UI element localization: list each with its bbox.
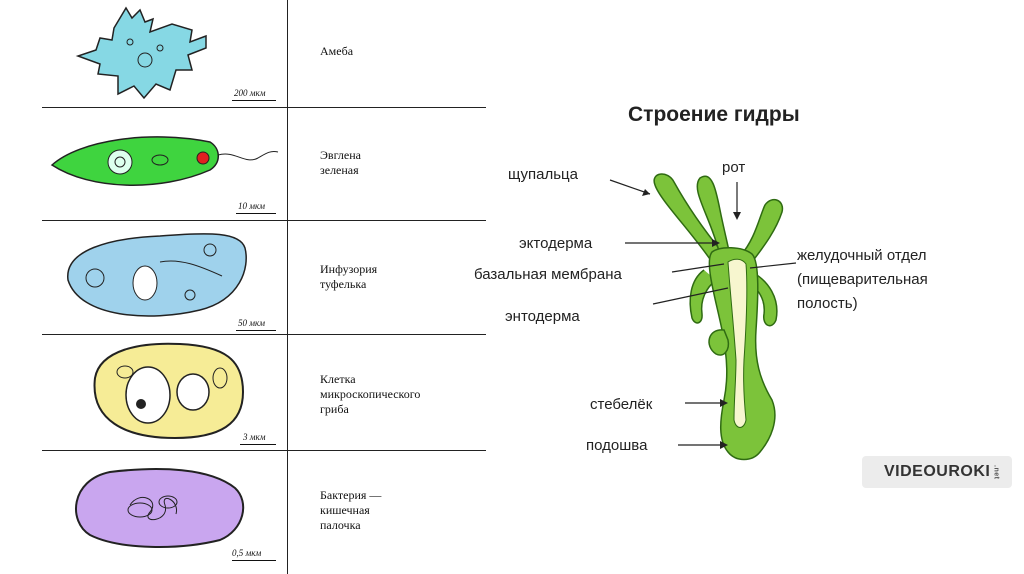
hydra-bud (708, 329, 730, 356)
hydra-tentacle (696, 175, 731, 257)
organism-label-bacterium: Бактерия — кишечная палочка (320, 488, 382, 532)
scale-bar-paramecium (236, 330, 276, 331)
label-endoderm: энтодерма (505, 308, 580, 325)
table-row-divider (42, 107, 486, 108)
logo-suffix: .net (992, 464, 1000, 480)
label-stalk: стебелёк (590, 396, 653, 413)
scale-label-bacterium: 0,5 мкм (232, 548, 262, 558)
hydra-tentacle (739, 198, 784, 263)
logo-brand: VIDEOUROKI (884, 463, 991, 480)
label-gastric-section: желудочный отдел (пищеварительная полост… (797, 247, 928, 312)
scale-label-paramecium: 50 мкм (238, 318, 265, 328)
label-sole: подошва (586, 437, 648, 454)
scale-bar-amoeba (232, 100, 276, 101)
scale-label-fungus-cell: 3 мкм (243, 432, 266, 442)
table-row-divider (42, 334, 486, 335)
bacterium-illustration (75, 468, 245, 548)
amoeba-illustration (75, 6, 207, 100)
scale-bar-bacterium (232, 560, 276, 561)
hydra-tentacle (741, 269, 778, 327)
label-tentacles: щупальца (508, 166, 578, 183)
organism-label-amoeba: Амеба (320, 44, 354, 58)
organism-label-fungus-cell: Клетка микроскопического гриба (320, 372, 421, 416)
scale-label-amoeba: 200 мкм (234, 88, 266, 98)
scale-bar-fungus-cell (240, 444, 276, 445)
hydra-tentacle (689, 269, 717, 324)
organism-label-euglena: Эвглена зеленая (320, 148, 361, 177)
scale-bar-euglena (236, 213, 276, 214)
label-mouth: рот (722, 159, 746, 176)
paramecium-illustration (67, 233, 247, 317)
videouroki-logo: VIDEOUROKI .net (862, 456, 1012, 488)
table-row-divider (42, 220, 486, 221)
hydra-tentacle (653, 173, 723, 263)
table-row-divider (42, 450, 486, 451)
organism-drawings (50, 6, 279, 548)
gastric-cavity (727, 258, 748, 428)
label-ectoderm: эктодерма (519, 235, 593, 252)
organism-label-paramecium: Инфузория туфелька (320, 262, 378, 291)
table-vertical-divider (287, 0, 288, 574)
label-basal-membrane: базальная мембрана (474, 266, 622, 283)
hydra-title: Строение гидры (628, 103, 800, 126)
scale-label-euglena: 10 мкм (238, 201, 265, 211)
